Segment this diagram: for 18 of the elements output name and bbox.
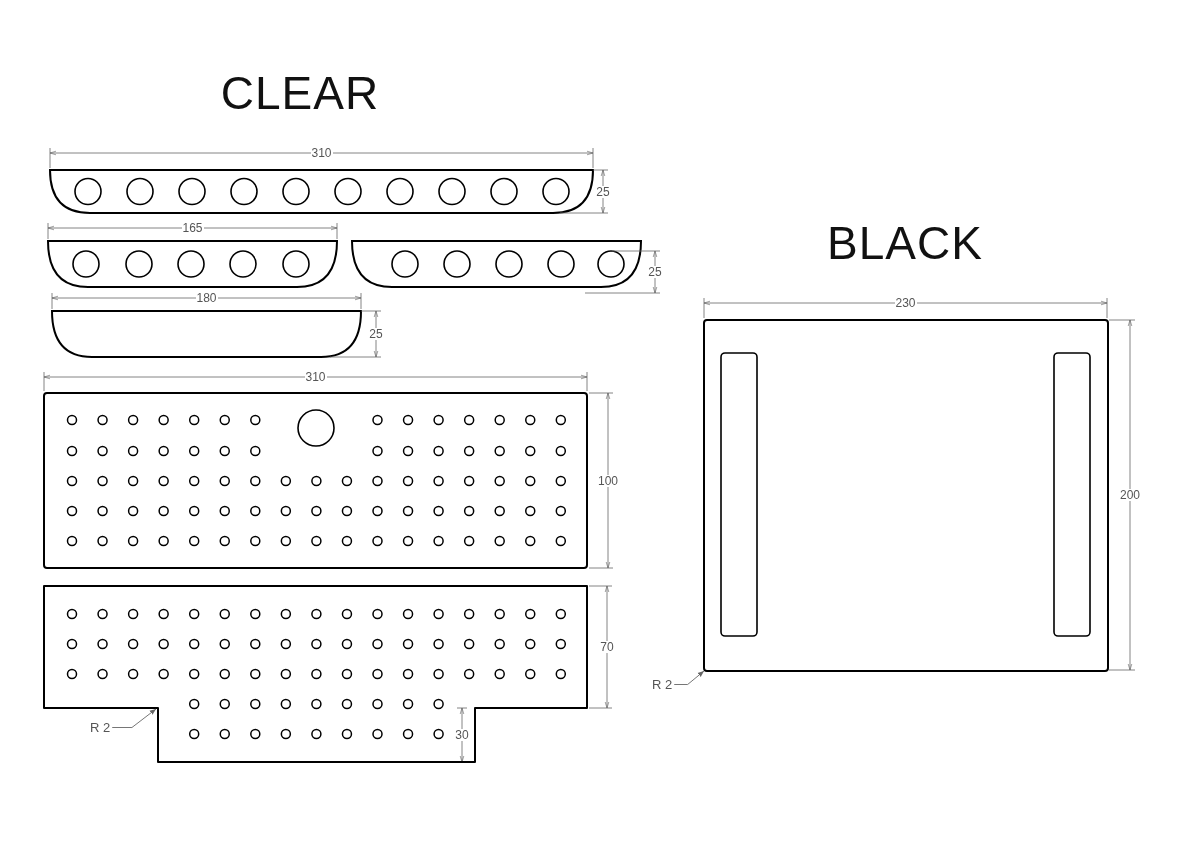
- dimension-value: 310: [310, 147, 333, 159]
- dimension-value: 25: [595, 185, 611, 198]
- radius-label: R 2: [652, 677, 673, 692]
- stepped-plate-drawing: [43, 585, 589, 764]
- dimension-value: 180: [195, 292, 218, 304]
- part-group-title: CLEAR: [220, 70, 380, 116]
- dimension-value: 30: [454, 729, 470, 741]
- dimension-value: 100: [597, 474, 619, 487]
- slotted-plate-drawing: [703, 319, 1109, 672]
- dimension-value: 25: [368, 328, 384, 340]
- dimension-value: 200: [1119, 489, 1141, 501]
- dimension-value: 165: [181, 222, 204, 234]
- dimension-value: 70: [599, 641, 615, 653]
- part-group-title: BLACK: [827, 220, 983, 266]
- dimension-value: 310: [304, 371, 327, 383]
- dimension-value: 230: [894, 297, 917, 309]
- dimension-value: 25: [647, 266, 663, 278]
- radius-label: R 2: [90, 720, 111, 735]
